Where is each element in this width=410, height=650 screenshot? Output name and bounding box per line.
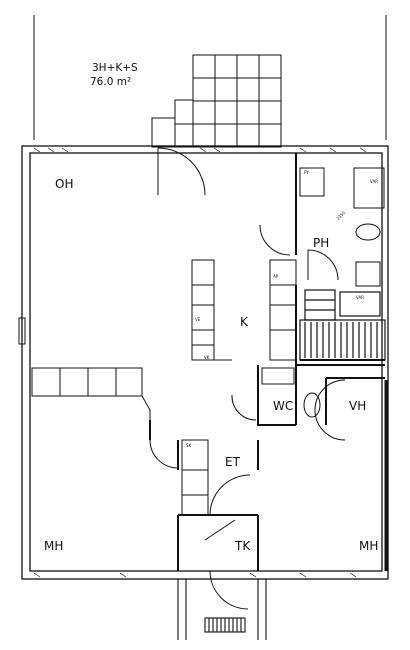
fixture-ap: AP	[273, 274, 279, 279]
outer-walls	[21, 145, 389, 580]
room-label-k: K	[240, 315, 248, 329]
wall-hatch	[33, 147, 367, 578]
room-label-vh: VH	[349, 399, 367, 413]
fixture-sk: SK	[186, 443, 192, 448]
hall-cabinets	[181, 439, 209, 516]
window-left	[18, 317, 26, 345]
kitchen-cabinets	[191, 259, 297, 361]
room-label-mh-left: MH	[44, 539, 64, 553]
fixture-ve: VE	[195, 317, 201, 322]
room-label-wc: WC	[273, 399, 294, 413]
room-label-tk: TK	[235, 539, 251, 553]
room-label-ph: PH	[313, 236, 330, 250]
fixture-py: PY	[304, 170, 309, 175]
sauna-bench	[299, 289, 386, 361]
entrance-porch	[177, 579, 267, 640]
bath-fixtures	[299, 167, 385, 287]
apartment-area: 76.0 m²	[90, 76, 132, 88]
fixture-var-1: VAR	[370, 179, 378, 184]
room-label-mh-right: MH	[359, 539, 379, 553]
interior-walls	[149, 153, 385, 571]
room-label-et: ET	[225, 455, 240, 469]
room-label-oh: OH	[55, 177, 74, 191]
wardrobe	[31, 367, 151, 420]
balcony-door	[157, 147, 206, 196]
fixture-var-2: VAR	[356, 295, 364, 300]
door-swings	[149, 224, 346, 610]
apartment-type: 3H+K+S	[92, 62, 138, 74]
wc-fixtures	[231, 367, 321, 421]
balcony-tiles	[151, 54, 282, 148]
fixture-vk: VK	[204, 355, 210, 360]
